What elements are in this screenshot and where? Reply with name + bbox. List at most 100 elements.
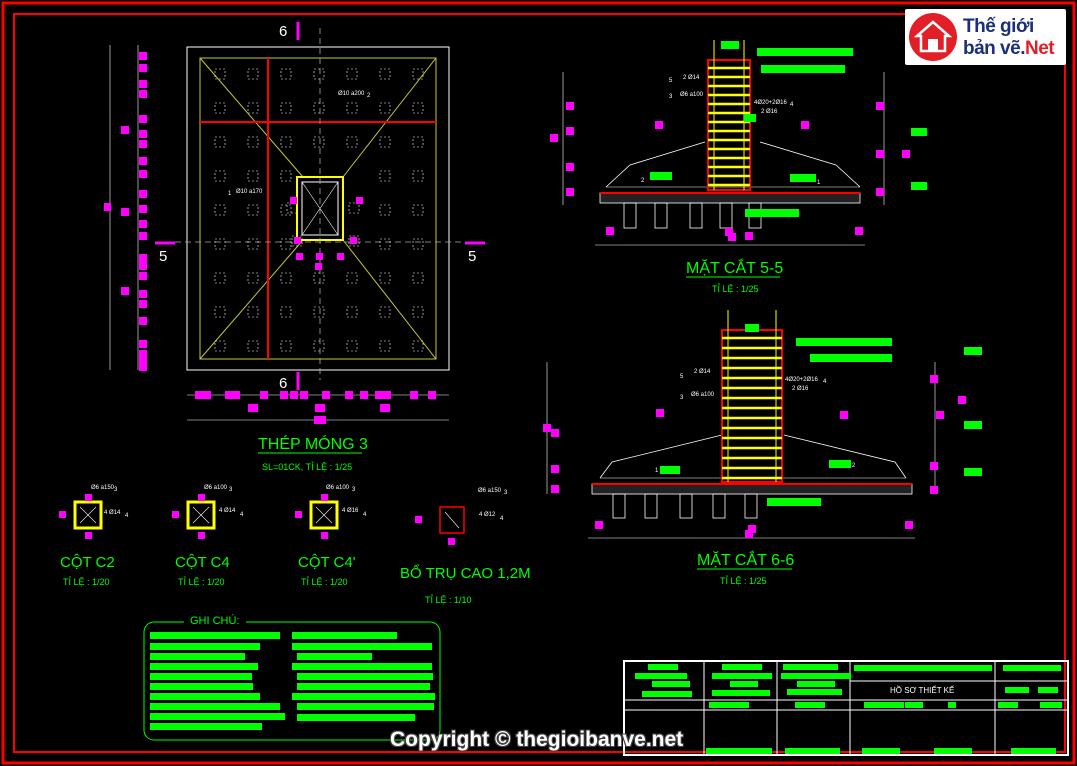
dim-mark [139,157,147,165]
inner-frame [13,13,1066,753]
pier-section [439,506,465,534]
dim-mark [448,538,455,545]
column-c4-bars: 4 Ø14 [219,508,236,514]
pile-cell [412,68,424,80]
notes-panel [143,621,441,741]
dim-mark [656,409,664,417]
dim-mark [550,134,558,142]
label-bar [660,466,680,474]
label-bar [745,209,799,217]
label-bar [757,48,853,56]
column-c2-stirrup-num: 3 [114,487,118,493]
column-rebar-5-5 [707,40,751,191]
dim-mark [876,150,884,158]
dim-mark [360,391,368,399]
pile-cell [313,68,325,80]
dim-mark [566,127,574,135]
plan-title: THÉP MÓNG 3 [258,434,368,453]
pile-cell [379,170,391,182]
pile-cell [313,306,325,318]
title-block-field [862,748,900,754]
dim-mark [543,424,551,432]
note-line [150,713,285,720]
dim-mark [295,511,302,518]
pile [612,493,626,519]
plan-rebar-label-1: Ø10 a200 [338,91,365,97]
column-section [73,500,103,530]
plan-rebar-label-2: Ø10 a170 [236,189,263,195]
s66-num-2: 2 [852,463,856,469]
pile [654,202,668,229]
pile-cell [348,202,360,214]
pile-cell [280,272,292,284]
dim-mark [290,391,298,399]
pile-cell [412,238,424,250]
dim-mark [104,203,111,211]
title-block-field [1040,702,1062,708]
dim-mark [139,363,147,371]
dim-mark [85,494,92,501]
s55-num-1: 1 [817,180,821,186]
column-outline [707,59,751,191]
pile-cell [379,102,391,114]
label-bar [829,460,851,468]
column-sections [59,494,465,545]
pile-cell [379,68,391,80]
column-c2-scale: TỈ LỆ : 1/20 [63,576,110,587]
plan-rebar-num-2: 1 [228,191,232,197]
dim-mark [139,317,147,325]
dim-mark [728,233,736,241]
dim-mark [139,170,147,178]
pier-stirrup-num: 3 [504,490,508,496]
pile-cell [346,340,358,352]
note-line [297,653,372,660]
pile-cell [280,68,292,80]
title-block-field [795,702,825,708]
note-line [150,723,262,730]
pile-cell [247,102,259,114]
dim-mark [840,411,848,419]
dim-mark [316,253,323,260]
dim-mark [930,486,938,494]
title-block-field [781,673,851,679]
s55-rebar-label-2: Ø6 a100 [680,92,704,98]
column-c2-title: CỘT C2 [60,554,115,571]
title-block-field [905,702,923,708]
logo-line-2: bản vẽ.Net [963,38,1055,60]
dim-mark [296,253,303,260]
label-bar [911,128,927,136]
pile-cell [247,204,259,216]
title-block-field [648,664,678,670]
dim-mark [902,150,910,158]
pile-cell [346,272,358,284]
title-block-field [709,702,749,708]
column-c4p-title: CỘT C4' [298,554,356,571]
pile-cell [412,102,424,114]
pile-cell [214,102,226,114]
title-block-field [783,664,838,670]
dim-mark [139,262,147,270]
s55-rebar-label-4: 2 Ø16 [761,109,778,115]
pile-cell [214,238,226,250]
dim-mark [139,290,147,298]
dim-mark [139,64,147,72]
dim-mark [322,391,330,399]
pile-cell [286,202,298,214]
pile-cell [280,306,292,318]
dim-mark [121,208,129,216]
site-logo[interactable]: Thế giới bản vẽ.Net [905,9,1066,65]
dim-mark [139,356,147,364]
tie [315,506,333,524]
pile-cell [280,340,292,352]
dim-mark [172,511,179,518]
dim-mark [294,237,301,244]
dim-mark [280,391,288,399]
pile [744,493,758,519]
dim-mark [139,115,147,123]
column-c4-title: CỘT C4 [175,554,230,571]
note-line [150,663,258,670]
dim-mark [139,254,147,262]
section-marker-top: 6 [279,23,287,40]
pile-cell [412,204,424,216]
